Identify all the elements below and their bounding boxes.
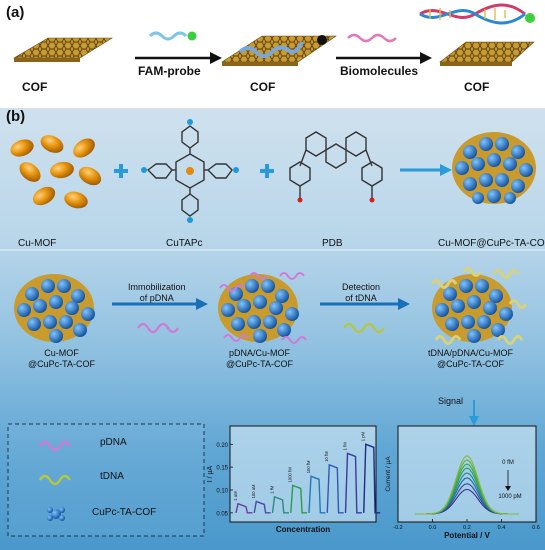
chart1-series-line	[235, 502, 253, 514]
chart1-series-line	[308, 475, 326, 514]
chart1-annotation: 1 aM	[233, 491, 238, 501]
stage-right-label: tDNA/pDNA/Cu-MOF@CuPc-TA-COF	[428, 348, 514, 369]
chart1-ytick-label: 0.15	[216, 466, 228, 472]
chart2-arrowhead	[505, 486, 511, 491]
chart2-annotation-low: 0 fM	[502, 460, 514, 466]
chart2-xtick-label: -0.2	[393, 525, 402, 531]
panel-b-illustration: 0.05 0.10 0.15 0.20 1 aM 100 aM 1 fM 1000 fM 100…	[0, 119, 545, 540]
legend-pdna-label: pDNA	[100, 437, 127, 448]
chart1-annotation: 1000 fM	[288, 467, 293, 483]
product-label: Cu-MOF@CuPc-TA-COF	[438, 238, 545, 249]
chart1-annotation: 1 fM	[270, 485, 275, 494]
stage-particle-middle	[218, 272, 307, 344]
cof-label-right: COF	[464, 80, 490, 94]
chart1-series-line	[271, 495, 289, 514]
chart1-xlabel: Concentration	[276, 525, 330, 534]
chart2-xtick-label: 0.4	[498, 525, 506, 531]
signal-label: Signal	[438, 396, 464, 406]
chart1-frame	[229, 425, 377, 523]
cof-sheet-right	[439, 41, 535, 63]
chart1-ytick-label: 0.20	[216, 443, 228, 449]
pdb-label: PDB	[322, 238, 343, 249]
panel-a-label: (a)	[6, 4, 25, 21]
chart1-annotation: 100 fM	[306, 460, 311, 473]
chart2-plot: -0.2 0.0 0.2 0.4 0.6 0 fM 1000 pM Current / µA P…	[385, 455, 540, 540]
chart2-xtick-label: 0.2	[463, 525, 471, 531]
chart2-xtick-label: 0.0	[429, 525, 437, 531]
panel-b-label: (b)	[6, 108, 26, 125]
pdb-molecule	[289, 131, 383, 198]
chart1-series-line	[290, 484, 308, 514]
chart2-ylabel: Current / µA	[385, 456, 392, 492]
chart1-plot: 0.05 0.10 0.15 0.20 1 aM 100 aM 1 fM 1000 fM 100…	[207, 431, 381, 534]
legend-cupc-swatch	[47, 507, 65, 521]
legend-pdna-swatch	[38, 440, 72, 452]
legend-tdna-swatch	[38, 474, 72, 486]
biomolecules-label: Biomolecules	[340, 64, 419, 78]
plus-icon	[114, 164, 274, 178]
chart1-ylabel: I / µA	[207, 465, 214, 482]
chart2-xlabel: Potential / V	[444, 531, 490, 540]
stage-left-label: Cu-MOF@CuPc-TA-COF	[28, 348, 95, 369]
cu-mof-particles	[10, 135, 102, 209]
chart1-series-line	[363, 443, 381, 514]
chart1-series-line	[253, 500, 271, 514]
cutapc-label: CuTAPc	[166, 238, 203, 249]
chart1-annotation: 1 pM	[361, 431, 366, 441]
cof-sheet-left	[12, 37, 114, 59]
product-particle	[452, 132, 536, 204]
legend-tdna-label: tDNA	[100, 471, 124, 482]
cof-label-middle: COF	[250, 80, 276, 94]
chart2-xtick-label: 0.6	[532, 525, 540, 531]
chart2-annotation-high: 1000 pM	[498, 494, 521, 500]
chart1-annotation: 10 fM	[324, 451, 329, 462]
chart1-series-line	[344, 452, 362, 514]
chart2-series-line	[415, 455, 519, 515]
stage-particle-right	[430, 267, 528, 345]
cu-center	[186, 167, 194, 175]
chart1-annotation: 1 fM	[343, 442, 348, 451]
pdna-strand	[137, 322, 179, 334]
cof-label-left: COF	[22, 80, 48, 94]
chart1-ytick-label: 0.10	[216, 489, 228, 495]
stage-middle-label: pDNA/Cu-MOF@CuPc-TA-COF	[226, 348, 293, 369]
chart1-annotation: 100 aM	[251, 484, 256, 498]
legend-cupc-label: CuPc-TA-COF	[92, 507, 157, 518]
chart1-ytick-label: 0.05	[216, 511, 228, 517]
fam-probe-label: FAM-probe	[138, 64, 201, 78]
stage-particle-left	[14, 274, 95, 343]
panel-a-illustration	[12, 3, 535, 66]
cutapc-molecule	[146, 125, 233, 217]
chart1-series-line	[326, 463, 344, 514]
tdna-strand	[343, 322, 385, 334]
chart2-frame	[397, 425, 537, 523]
cu-mof-label: Cu-MOF	[18, 238, 57, 249]
